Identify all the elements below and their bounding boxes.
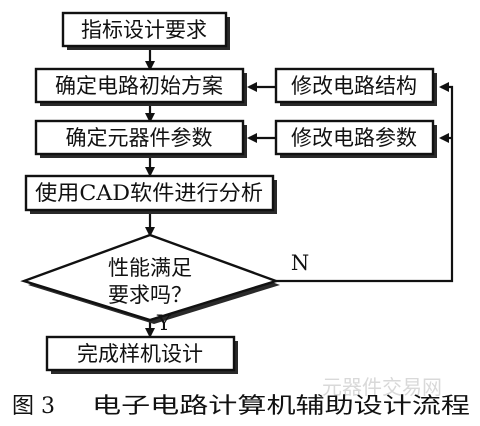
branch-label-yes: Y — [156, 311, 172, 335]
step-cad-analysis-label: 使用CAD软件进行分析 — [35, 181, 263, 205]
step-initial-scheme-box: 确定电路初始方案 — [34, 67, 247, 106]
step-component-params-box: 确定元器件参数 — [34, 119, 247, 158]
step-requirements-box: 指标设计要求 — [61, 11, 230, 50]
step-prototype-label: 完成样机设计 — [77, 342, 203, 366]
step-component-params-label: 确定元器件参数 — [66, 126, 213, 150]
no-feedback-path — [276, 82, 454, 283]
step-requirements-label: 指标设计要求 — [81, 18, 207, 42]
watermark-text: 元器件交易网 — [322, 375, 442, 399]
branch-label-no: N — [291, 251, 309, 275]
step-modify-params-box: 修改电路参数 — [274, 119, 437, 158]
caption-title: 电子电路计算机辅助设计流程 — [92, 394, 470, 419]
step-modify-params-label: 修改电路参数 — [291, 126, 417, 150]
connectors — [145, 48, 454, 338]
decision-label-line1: 性能满足 — [108, 256, 192, 280]
step-cad-analysis-box: 使用CAD软件进行分析 — [24, 174, 277, 214]
figure-caption: 图 3 电子电路计算机辅助设计流程 — [12, 394, 470, 419]
decision-label-line2: 要求吗？ — [108, 283, 192, 307]
step-prototype-box: 完成样机设计 — [45, 335, 238, 374]
decision-diamond: 性能满足 要求吗？ — [20, 233, 280, 324]
step-modify-structure-label: 修改电路结构 — [291, 74, 417, 98]
step-modify-structure-box: 修改电路结构 — [274, 67, 437, 106]
step-initial-scheme-label: 确定电路初始方案 — [55, 74, 223, 98]
caption-figure-number: 图 3 — [12, 394, 55, 419]
